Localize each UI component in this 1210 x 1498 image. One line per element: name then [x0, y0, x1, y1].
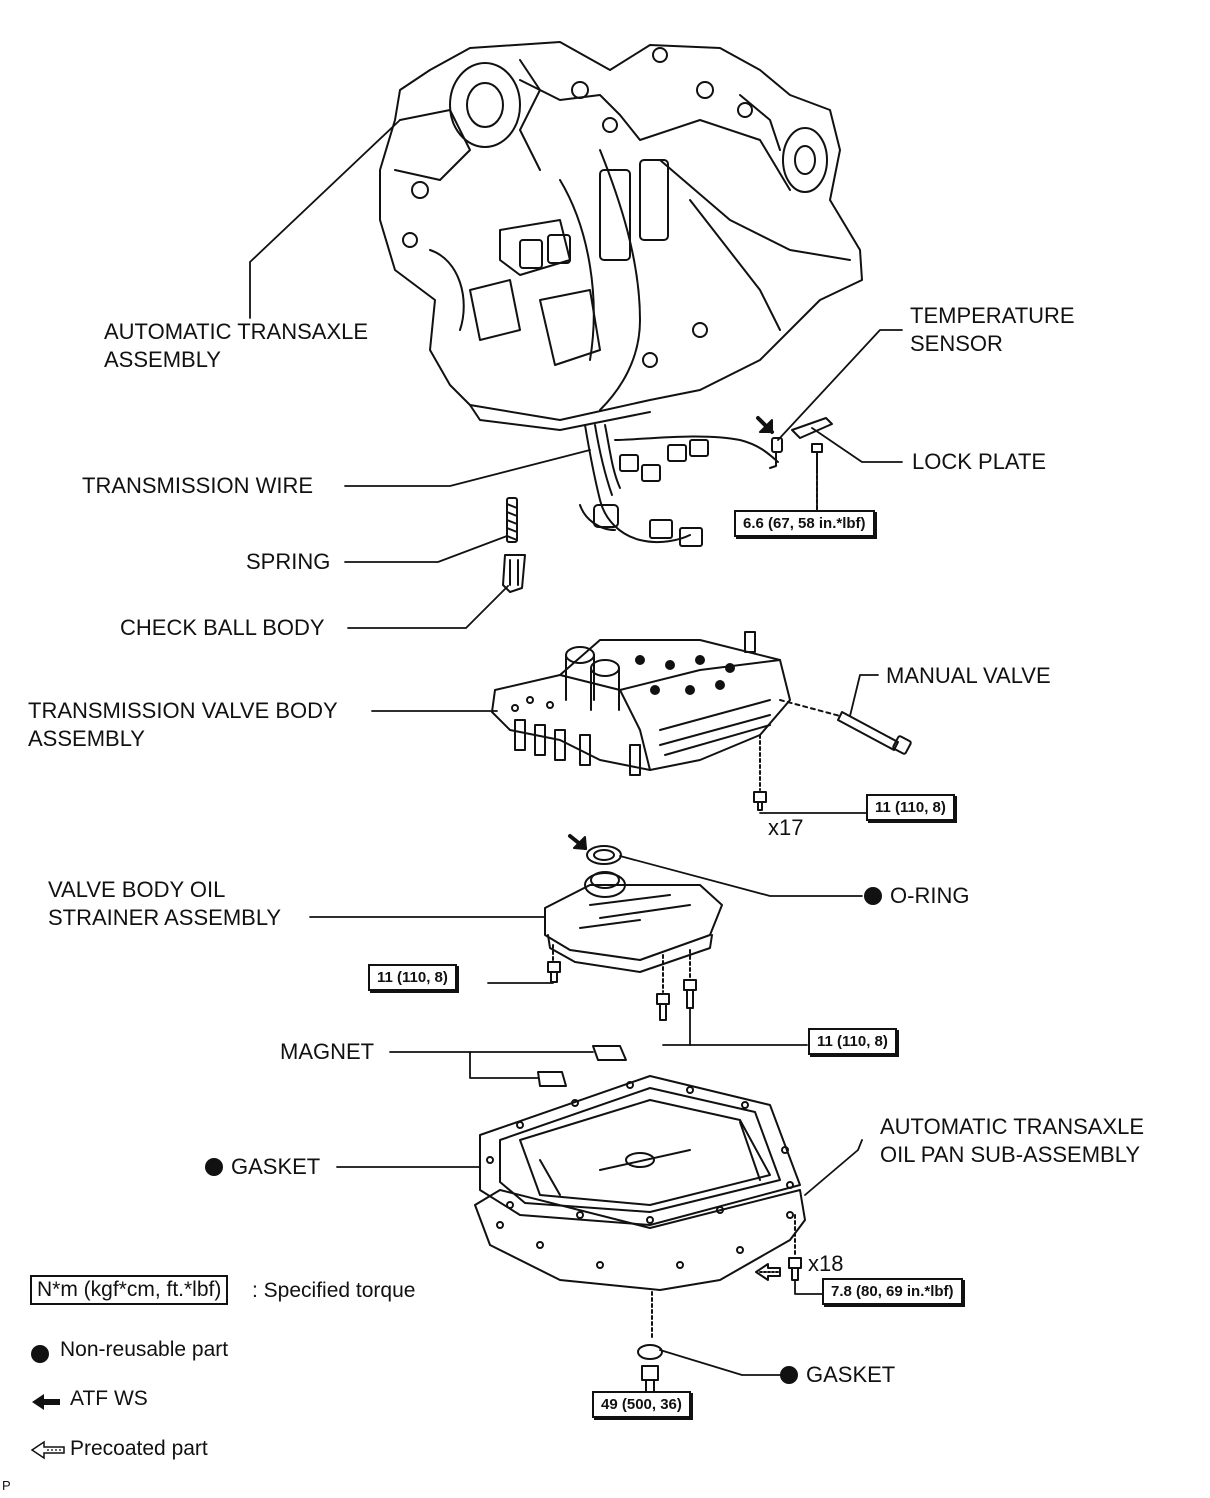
torque-valve-body-bolt: 11 (110, 8): [866, 794, 955, 821]
drain-gasket-drawing: [637, 1344, 663, 1360]
oil-pan-drawing: [474, 1099, 806, 1291]
legend-precoated: Precoated part: [70, 1437, 208, 1460]
label-check-ball-body: CHECK BALL BODY: [120, 615, 325, 640]
manual-valve-drawing: [779, 699, 912, 755]
non-reusable-dot-icon: [205, 1158, 223, 1176]
non-reusable-dot-icon: [780, 1366, 798, 1384]
precoated-arrow-icon: [30, 1440, 65, 1460]
strainer-bolt-lines-right: [662, 949, 691, 993]
gasket-drawing: [479, 1075, 801, 1226]
valve-body-bolt-drawing: [753, 791, 767, 811]
torque-oil-pan-bolt: 7.8 (80, 69 in.*lbf): [822, 1278, 963, 1305]
label-spring: SPRING: [246, 549, 331, 574]
magnet-drawing-1: [592, 1045, 627, 1061]
label-oil-pan-line1: AUTOMATIC TRANSAXLE: [880, 1114, 1145, 1139]
label-valve-body-line1: TRANSMISSION VALVE BODY: [28, 698, 338, 723]
torque-drain-plug: 49 (500, 36): [592, 1391, 691, 1418]
label-transaxle-line2: ASSEMBLY: [104, 347, 221, 372]
label-valve-body-line2: ASSEMBLY: [28, 726, 145, 751]
spring-drawing: [506, 497, 518, 543]
temperature-sensor-drawing: [769, 437, 783, 469]
torque-strainer-bolt-left: 11 (110, 8): [368, 964, 457, 991]
label-manual-valve: MANUAL VALVE: [886, 663, 1051, 688]
strainer-bolt-left-drawing: [547, 961, 561, 983]
transmission-wire-drawing: [579, 424, 779, 547]
magnet-drawing-2: [537, 1071, 567, 1087]
label-magnet: MAGNET: [280, 1039, 375, 1064]
torque-strainer-bolts-right: 11 (110, 8): [808, 1028, 897, 1055]
check-ball-body-drawing: [502, 554, 526, 593]
label-lock-plate: LOCK PLATE: [912, 449, 1047, 474]
atf-arrowhead-o-ring: [573, 836, 587, 850]
label-temperature-sensor-line2: SENSOR: [910, 331, 1003, 356]
legend-atf-ws: ATF WS: [70, 1387, 148, 1410]
o-ring-text: O-RING: [890, 883, 970, 908]
o-ring-drawing: [586, 845, 622, 865]
drain-gasket-text: GASKET: [806, 1362, 896, 1387]
atf-arrowhead-temp-sensor: [759, 419, 773, 433]
label-transmission-wire: TRANSMISSION WIRE: [82, 473, 314, 498]
o-ring-inner: [593, 849, 615, 861]
label-strainer-line2: STRAINER ASSEMBLY: [48, 905, 282, 930]
lock-plate-drawing: [791, 417, 833, 471]
page-mark: P: [2, 1478, 11, 1493]
label-transaxle-line1: AUTOMATIC TRANSAXLE: [104, 319, 369, 344]
label-oil-pan-line2: OIL PAN SUB-ASSEMBLY: [880, 1142, 1141, 1167]
oil-strainer-drawing: [544, 871, 723, 973]
transaxle-housing-drawing: [379, 41, 863, 431]
qty-oil-pan-bolts: x18: [808, 1251, 844, 1276]
legend-torque-desc: : Specified torque: [252, 1279, 416, 1302]
legend-non-reusable: Non-reusable part: [60, 1338, 229, 1361]
qty-valve-body-bolts: x17: [768, 815, 804, 840]
label-strainer-line1: VALVE BODY OIL: [48, 877, 226, 902]
label-drain-gasket: GASKET: [780, 1361, 895, 1389]
atf-arrow-icon: [32, 1394, 60, 1410]
non-reusable-dot-icon: [864, 887, 882, 905]
legend-torque-unit-box: N*m (kgf*cm, ft.*lbf): [30, 1275, 229, 1305]
oil-pan-bolt-drawing: [788, 1257, 802, 1281]
gasket-text: GASKET: [231, 1154, 321, 1179]
label-temperature-sensor-line1: TEMPERATURE: [910, 303, 1075, 328]
label-o-ring: O-RING: [864, 882, 969, 910]
precoated-arrow-oil-pan: [755, 1263, 781, 1281]
label-gasket: GASKET: [205, 1153, 320, 1181]
valve-body-drawing: [491, 631, 791, 776]
non-reusable-dot-icon: [31, 1345, 49, 1363]
torque-temperature-sensor-bolt: 6.6 (67, 58 in.*lbf): [734, 510, 875, 537]
drain-plug-drawing: [641, 1365, 659, 1393]
leader-lines: [249, 119, 903, 1406]
